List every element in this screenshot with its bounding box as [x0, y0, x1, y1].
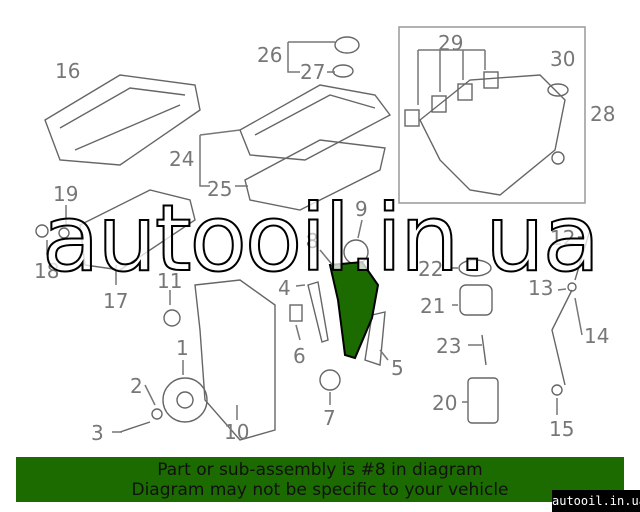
label-14: 14 — [584, 324, 609, 348]
pulley-hub — [176, 391, 194, 409]
label-30: 30 — [550, 47, 575, 71]
part-21-oil-cooler — [459, 284, 493, 316]
part-28-intake-manifold — [419, 74, 566, 196]
part-2-washer — [151, 408, 163, 420]
label-9: 9 — [355, 197, 368, 221]
label-4: 4 — [278, 276, 291, 300]
part-18-bolt — [35, 224, 49, 238]
part-24-valve-cover — [239, 84, 392, 161]
part-19-washer — [58, 227, 70, 239]
label-29: 29 — [438, 31, 463, 55]
part-10-timing-cover — [194, 279, 276, 441]
label-6: 6 — [293, 344, 306, 368]
label-10: 10 — [224, 420, 249, 444]
part-23-sensor — [481, 334, 487, 366]
part-8-timing-chain — [328, 260, 380, 360]
label-2: 2 — [130, 374, 143, 398]
part-20-oil-filter — [467, 377, 499, 424]
part-13-oring — [567, 282, 577, 292]
label-3: 3 — [91, 421, 104, 445]
part-7-sprocket — [319, 369, 341, 391]
part-29-gasket — [431, 95, 447, 113]
label-12: 12 — [550, 226, 575, 250]
part-1-pulley — [162, 377, 208, 423]
part-17-lower-oil-pan — [79, 189, 196, 271]
label-21: 21 — [420, 294, 445, 318]
part-27-seal — [332, 64, 354, 78]
label-24: 24 — [169, 147, 194, 171]
part-16-upper-oil-pan — [44, 74, 201, 166]
label-13: 13 — [528, 276, 553, 300]
banner-line-1: Part or sub-assembly is #8 in diagram — [157, 460, 483, 480]
label-18: 18 — [34, 259, 59, 283]
label-27: 27 — [300, 60, 325, 84]
label-8: 8 — [306, 229, 319, 253]
part-9-actuator — [343, 239, 369, 265]
part-11-seal — [163, 309, 181, 327]
part-6-tensioner — [289, 304, 303, 322]
label-7: 7 — [323, 406, 336, 430]
part-29-gasket — [404, 109, 420, 127]
part-26-oil-cap — [334, 36, 360, 54]
label-28: 28 — [590, 102, 615, 126]
label-11: 11 — [157, 269, 182, 293]
label-23: 23 — [436, 334, 461, 358]
info-banner: Part or sub-assembly is #8 in diagram Di… — [16, 457, 624, 502]
part-12-dipstick — [551, 229, 591, 386]
part-4-guide — [307, 281, 329, 343]
label-20: 20 — [432, 391, 457, 415]
banner-line-2: Diagram may not be specific to your vehi… — [131, 480, 509, 500]
label-17: 17 — [103, 289, 128, 313]
label-15: 15 — [549, 417, 574, 441]
part-15-oring — [551, 384, 563, 396]
part-22-seal — [458, 259, 492, 277]
label-1: 1 — [176, 336, 189, 360]
label-25: 25 — [207, 177, 232, 201]
label-16: 16 — [55, 59, 80, 83]
label-19: 19 — [53, 182, 78, 206]
part-3-bolt — [119, 421, 151, 433]
label-26: 26 — [257, 43, 282, 67]
part-30-seal — [547, 83, 569, 97]
part-29-gasket — [457, 83, 473, 101]
corner-watermark: autooil.in.ua — [552, 490, 640, 512]
label-5: 5 — [391, 356, 404, 380]
label-22: 22 — [418, 257, 443, 281]
plug-icon — [551, 151, 565, 165]
part-29-gasket — [483, 71, 499, 89]
part-5-guide — [364, 311, 386, 366]
